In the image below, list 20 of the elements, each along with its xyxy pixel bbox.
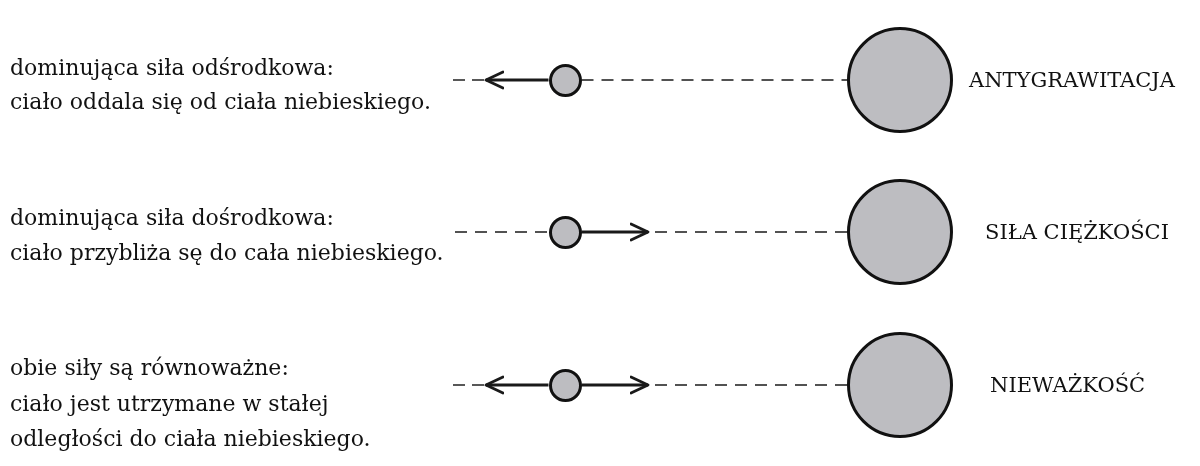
small-body-circle [548,215,582,249]
force-arrow [581,222,650,242]
phenomenon-name: ANTYGRAWITACJA [969,67,1175,93]
motion-description: ciało przybliża sę do cała niebieskiego. [10,239,444,267]
dashed-line [580,79,848,81]
dashed-line [654,231,848,233]
phenomenon-name: SIŁA CIĘŻKOŚCI [985,219,1169,245]
motion-description: ciało jest utrzymane w stałej odległości do ciała niebieskiego. [10,390,372,453]
dashed-line [454,231,550,233]
phenomenon-name: NIEWAŻKOŚĆ [990,372,1146,398]
force-arrow [484,375,549,395]
force-arrow [484,70,549,90]
motion-description: ciało oddala się od ciała niebieskiego. [10,88,431,116]
small-body-circle [548,63,582,97]
dashed-line [654,384,848,386]
small-body-circle [548,368,582,402]
force-arrow [581,375,650,395]
force-condition-heading: dominująca siła dośrodkowa: [10,204,334,232]
force-condition-heading: dominująca siła odśrodkowa: [10,54,334,82]
force-condition-heading: obie siły są równoważne: [10,354,289,382]
